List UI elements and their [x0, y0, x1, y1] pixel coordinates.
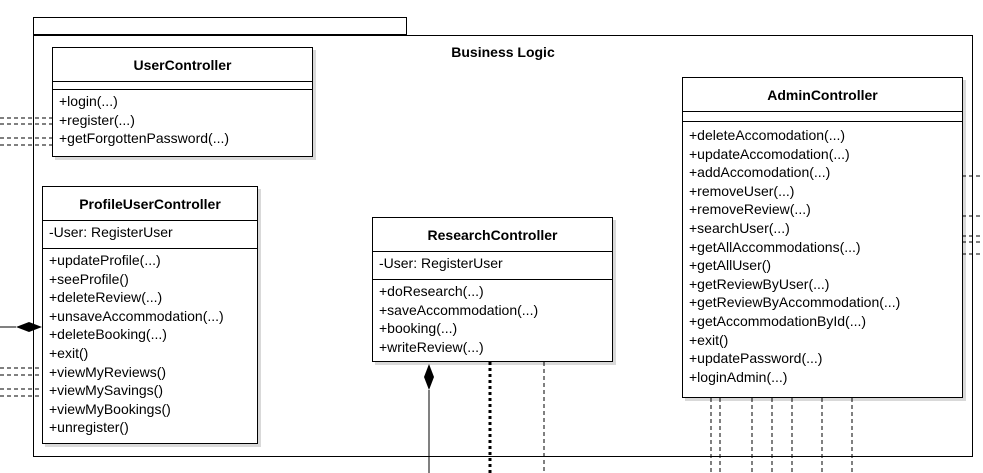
class-research-controller[interactable]: ResearchController -User: RegisterUser +…: [372, 217, 613, 362]
operation: +addAccomodation(...): [689, 164, 831, 181]
operation: +deleteReview(...): [49, 289, 163, 306]
composition-diamond: [16, 322, 42, 332]
operation: +deleteBooking(...): [49, 326, 167, 343]
operation: +writeReview(...): [379, 338, 484, 355]
class-operations: +login(...) +register(...) +getForgotten…: [53, 90, 312, 148]
operation: +unsaveAccommodation(...): [49, 307, 224, 324]
operation: +updateAccomodation(...): [689, 145, 850, 162]
operation: +getAllUser(): [689, 257, 772, 274]
operation: +getAllAccommodations(...): [689, 238, 861, 255]
operation: +getReviewByAccommodation(...): [689, 294, 901, 311]
class-operations: +doResearch(...) +saveAccommodation(...)…: [373, 280, 612, 356]
class-name: ProfileUserController: [43, 187, 257, 221]
class-profile-user-controller[interactable]: ProfileUserController -User: RegisterUse…: [42, 186, 258, 444]
class-user-controller[interactable]: UserController +login(...) +register(...…: [52, 47, 313, 157]
operation: +viewMyReviews(): [49, 363, 167, 380]
operation: +login(...): [59, 93, 118, 109]
composition-diamond: [424, 364, 434, 390]
operation: +register(...): [59, 111, 135, 128]
attribute: -User: RegisterUser: [49, 224, 173, 240]
operation: +searchUser(...): [689, 219, 790, 236]
class-name: UserController: [53, 48, 312, 82]
operation: +removeReview(...): [689, 201, 811, 218]
operation: +doResearch(...): [379, 283, 484, 299]
operation: +deleteAccomodation(...): [689, 127, 846, 143]
operation: +updateProfile(...): [49, 252, 161, 268]
class-operations: +updateProfile(...) +seeProfile() +delet…: [43, 249, 257, 437]
class-attributes: [53, 82, 312, 90]
package-title: Business Logic: [451, 44, 555, 60]
operation: +seeProfile(): [49, 270, 129, 287]
attribute: -User: RegisterUser: [379, 255, 503, 271]
operation: +exit(): [689, 331, 729, 348]
package-frame: [33, 35, 973, 457]
operation: +saveAccommodation(...): [379, 301, 539, 318]
operation: +booking(...): [379, 320, 458, 337]
operation: +unregister(): [49, 419, 129, 436]
operation: +viewMyBookings(): [49, 400, 171, 417]
package-tab: [33, 17, 407, 35]
operation: +updatePassword(...): [689, 350, 823, 367]
class-attributes: [683, 112, 962, 122]
operation: +exit(): [49, 344, 89, 361]
operation: +viewMySavings(): [49, 382, 163, 399]
class-operations: +deleteAccomodation(...) +updateAccomoda…: [683, 122, 962, 386]
class-name: ResearchController: [373, 218, 612, 252]
class-attributes: -User: RegisterUser: [43, 221, 257, 249]
class-admin-controller[interactable]: AdminController +deleteAccomodation(...)…: [682, 77, 963, 398]
operation: +removeUser(...): [689, 182, 795, 199]
operation: +getReviewByUser(...): [689, 275, 830, 292]
operation: +loginAdmin(...): [689, 368, 788, 385]
operation: +getAccommodationById(...): [689, 312, 867, 329]
class-attributes: -User: RegisterUser: [373, 252, 612, 280]
operation: +getForgottenPassword(...): [59, 130, 230, 147]
class-name: AdminController: [683, 78, 962, 112]
